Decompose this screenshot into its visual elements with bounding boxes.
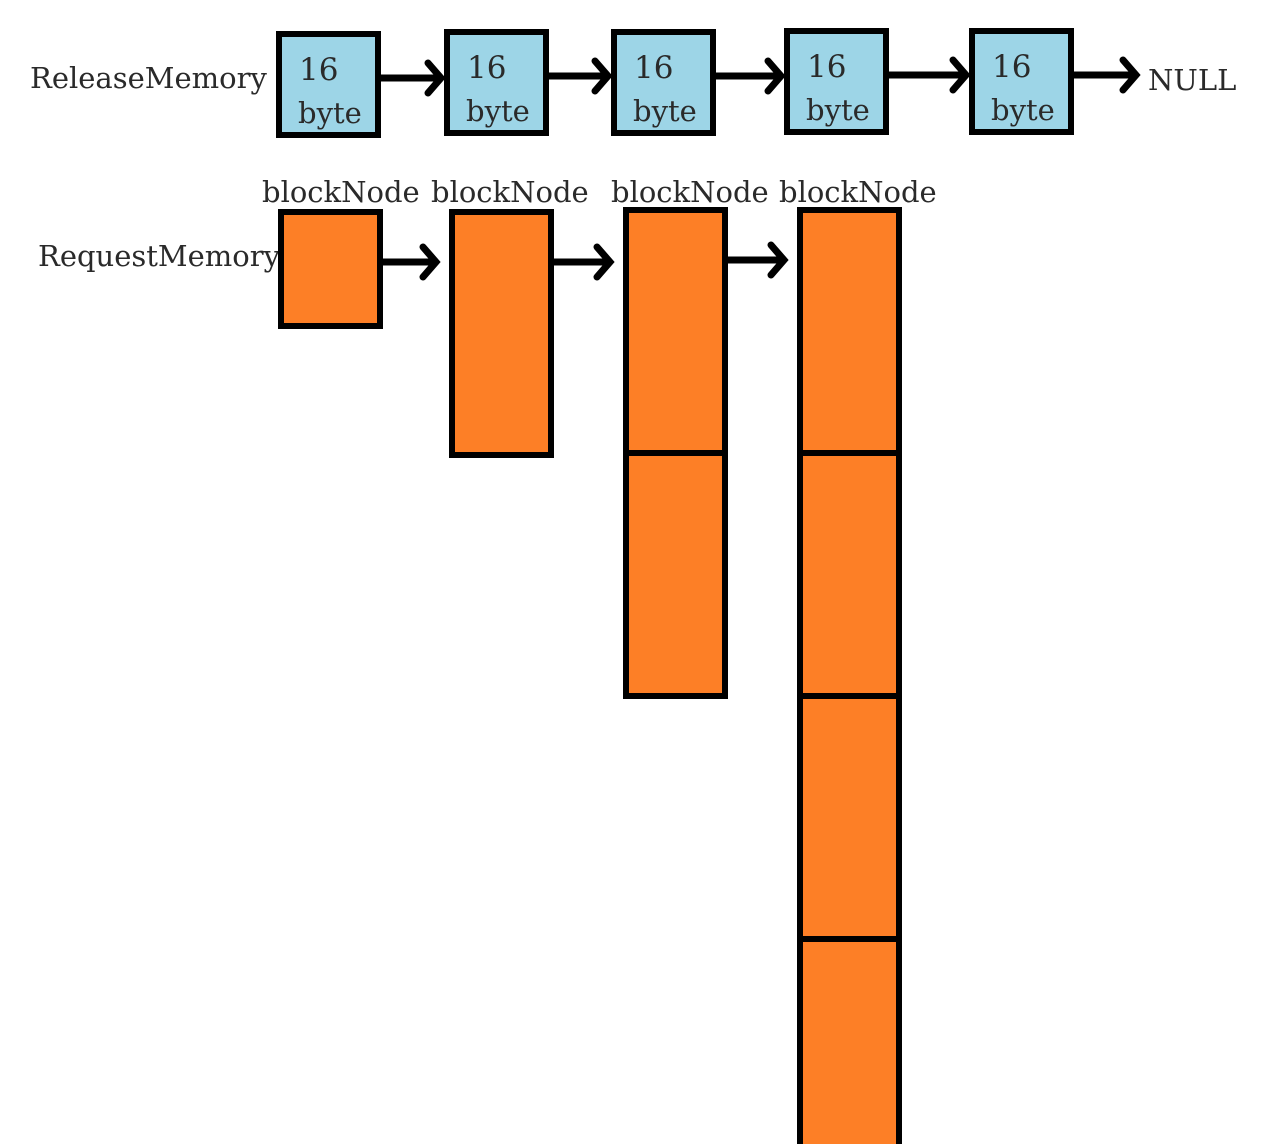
block-node-label: blockNode xyxy=(431,175,589,209)
free-block: 16 byte xyxy=(784,28,971,135)
free-block: 16 byte xyxy=(276,31,446,138)
block-size-unit: byte xyxy=(633,94,697,128)
block-size-value: 16 xyxy=(634,50,673,86)
free-block-box xyxy=(969,28,1074,135)
block-node: blockNode xyxy=(779,175,937,1144)
free-block-box xyxy=(611,29,716,136)
block-node-label: blockNode xyxy=(262,175,420,209)
block-node: blockNode xyxy=(611,175,789,699)
allocated-block-segment xyxy=(797,936,902,1144)
allocated-block-segment xyxy=(623,207,728,456)
allocated-block-segment xyxy=(797,450,902,699)
block-size-unit: byte xyxy=(298,96,362,130)
free-block: 16 byte xyxy=(969,28,1141,135)
block-size-value: 16 xyxy=(299,52,338,88)
block-node-label: blockNode xyxy=(779,175,937,209)
null-pointer-arrow xyxy=(1119,56,1141,94)
block-size-unit: byte xyxy=(806,93,870,127)
next-pointer-arrow xyxy=(764,57,786,95)
block-size-unit: byte xyxy=(466,94,530,128)
block-node-label: blockNode xyxy=(611,175,769,209)
request-memory-list: blockNode blockNode blockNode blockNode xyxy=(262,175,937,1144)
block-node: blockNode xyxy=(262,175,441,329)
block-size-unit: byte xyxy=(991,93,1055,127)
allocated-block-segment xyxy=(449,209,554,458)
next-node-arrow xyxy=(767,241,789,279)
block-node: blockNode xyxy=(431,175,615,458)
next-pointer-arrow xyxy=(591,57,613,95)
allocated-block-segment xyxy=(278,209,383,329)
free-block-box xyxy=(784,28,889,135)
request-memory-label: RequestMemory xyxy=(38,239,281,273)
next-node-arrow xyxy=(419,243,441,281)
next-pointer-arrow xyxy=(949,56,971,94)
block-size-value: 16 xyxy=(992,49,1031,85)
release-memory-list: 16 byte 16 byte 16 byte 16 byte 16 byte xyxy=(276,28,1141,138)
allocated-block-segment xyxy=(797,207,902,456)
next-node-arrow xyxy=(593,243,615,281)
block-size-value: 16 xyxy=(807,49,846,85)
next-pointer-arrow xyxy=(424,59,446,97)
free-block: 16 byte xyxy=(444,29,613,136)
allocated-block-segment xyxy=(623,450,728,699)
free-block-box xyxy=(444,29,549,136)
allocated-block-segment xyxy=(797,693,902,942)
free-block: 16 byte xyxy=(611,29,786,136)
free-block-box xyxy=(276,31,381,138)
block-size-value: 16 xyxy=(467,50,506,86)
null-terminator: NULL xyxy=(1148,63,1236,97)
release-memory-label: ReleaseMemory xyxy=(30,61,267,95)
